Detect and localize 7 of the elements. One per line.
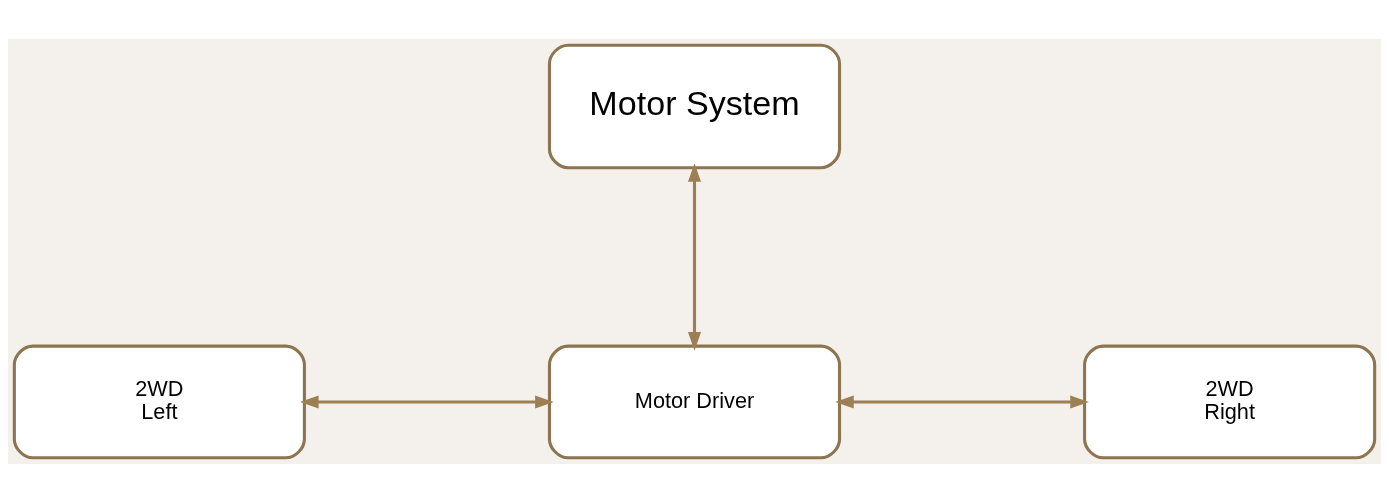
arrow: [835, 395, 1089, 409]
arrow: [299, 395, 554, 409]
arrow: [687, 163, 702, 351]
node-box: Motor Driver: [547, 344, 842, 460]
node-box: 2WD Right: [1083, 344, 1377, 460]
node-box: 2WD Left: [12, 344, 306, 460]
node-box: Motor System: [547, 43, 842, 170]
